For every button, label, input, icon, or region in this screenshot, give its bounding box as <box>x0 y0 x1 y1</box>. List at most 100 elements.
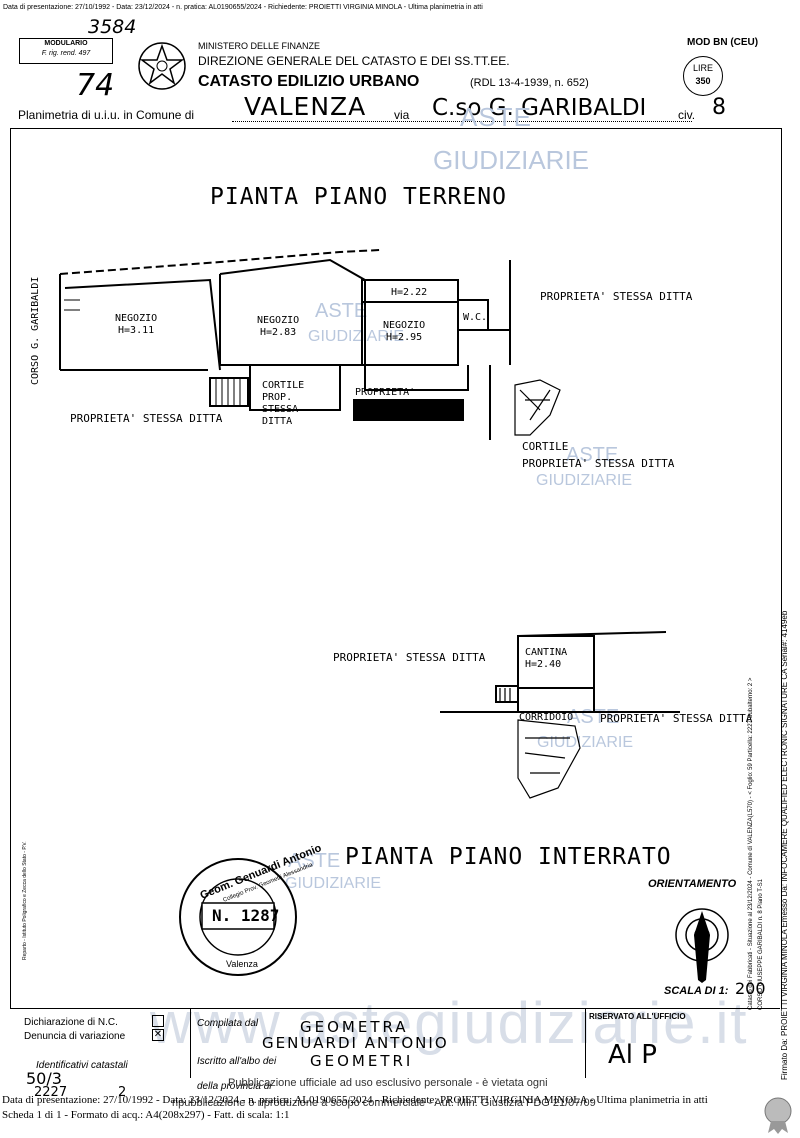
room-negozio-2: NEGOZIO H=2.83 <box>257 315 299 339</box>
footer-comp-title: GEOMETRA <box>300 1018 409 1036</box>
corridoio-label: CORRIDOIO <box>519 712 574 723</box>
footer-ident-sub: 2 <box>118 1085 127 1100</box>
footer-denuncia: Denuncia di variazione <box>24 1031 126 1042</box>
handwritten-ref-top: 3584 <box>88 16 137 38</box>
seal-icon <box>764 1097 792 1134</box>
stamp-city: Valenza <box>226 959 258 969</box>
header-law: (RDL 13-4-1939, n. 652) <box>470 77 589 89</box>
room-negozio-3: NEGOZIO H=2.95 <box>383 320 425 344</box>
form-box-line1: MODULARIO <box>44 40 88 47</box>
address-civ-label: civ. <box>678 108 696 122</box>
footer-ident-b: 2227 <box>34 1085 68 1100</box>
handwritten-ref-left: 74 <box>76 68 115 103</box>
watermark-aste-1: ASTE <box>460 102 532 132</box>
watermark-site: www.astegiudiziarie.it <box>150 991 749 1056</box>
cortile-prop-line1: CORTILE <box>262 380 305 391</box>
room-negozio-3-name: NEGOZIO <box>383 320 426 331</box>
scala-label: SCALA DI 1: <box>664 985 729 997</box>
header-ministry: MINISTERO DELLE FINANZE <box>198 41 321 51</box>
side-right-1: Catasto dei Fabbricati - Situazione al 2… <box>748 677 754 1010</box>
side-right-2: CORSO GIUSEPPE GARIBALDI n. 8 Piano T-S1 <box>758 879 764 1010</box>
emblem-icon <box>138 42 186 90</box>
bottom-line-2: Scheda 1 di 1 - Formato di acq.: A4(208x… <box>2 1109 290 1121</box>
cortile-prop-line: PROPRIETA' STESSA DITTA <box>522 457 675 470</box>
cortile-prop-line4: DITTA <box>262 416 293 427</box>
price-label: LIRE <box>692 63 713 73</box>
form-box: MODULARIO F. rig. rend. 497 <box>19 38 113 64</box>
cantina: CANTINA H=2.40 <box>525 647 567 671</box>
stamp-number: N. 1287 <box>212 906 280 925</box>
scala-value: 200 <box>735 979 766 998</box>
address-via: C.so G. GARIBALDI <box>432 95 647 121</box>
bottom-line-1: Data di presentazione: 27/10/1992 - Data… <box>2 1094 708 1106</box>
footer-dichiarazione: Dichiarazione di N.C. <box>24 1017 118 1028</box>
footer-comp-name: GENUARDI ANTONIO <box>262 1034 449 1052</box>
address-comune: VALENZA <box>244 92 367 121</box>
north-arrow-icon <box>675 908 729 983</box>
footer-div-2 <box>585 1008 586 1078</box>
cortile-prop-line3: STESSA <box>262 404 299 415</box>
orientamento-label: ORIENTAMENTO <box>648 878 737 890</box>
drawing-frame <box>10 128 782 1009</box>
footer-iscritto: Iscritto all'albo dei <box>197 1056 277 1067</box>
room-negozio-1-height: H=3.11 <box>118 325 155 336</box>
address-civ: 8 <box>712 95 726 120</box>
footer-handmark: Al P <box>608 1040 657 1070</box>
room-negozio-2-name: NEGOZIO <box>257 315 300 326</box>
footer-identificativi: Identificativi catastali <box>36 1060 128 1071</box>
address-underline <box>232 121 692 122</box>
basement-title: PIANTA PIANO INTERRATO <box>345 844 672 870</box>
price-circle: LIRE 350 <box>683 56 723 96</box>
header-direction: DIREZIONE GENERALE DEL CATASTO E DEI SS.… <box>198 54 510 68</box>
basement-plan <box>440 631 680 799</box>
form-box-line2: F. rig. rend. 497 <box>41 50 91 57</box>
basement-prop-right: PROPRIETA' STESSA DITTA <box>600 712 753 725</box>
ground-floor-plan <box>59 249 561 440</box>
cortile-prop: CORTILE PROP. STESSA DITTA <box>262 380 304 428</box>
cantina-height: H=2.40 <box>525 659 562 670</box>
top-meta: Data di presentazione: 27/10/1992 - Data… <box>3 4 483 11</box>
room-negozio-2-height: H=2.83 <box>260 327 297 338</box>
watermark-giudiziarie-3: GIUDIZIARIE <box>536 472 633 489</box>
checkbox-denuncia[interactable]: ✕ <box>152 1029 164 1041</box>
address-via-label: via <box>394 108 410 122</box>
side-signature: Firmato Da: PROIETTI VIRGINIA MINOLA Eme… <box>780 610 789 1080</box>
cortile-label: CORTILE <box>522 440 569 453</box>
footer-della: della provincia di <box>197 1081 272 1092</box>
room-negozio-3-height: H=2.95 <box>386 332 423 343</box>
header-catasto: CATASTO EDILIZIO URBANO <box>198 73 420 90</box>
price-value: 350 <box>695 76 711 86</box>
prop-stessa-left: PROPRIETA' STESSA DITTA <box>70 412 223 425</box>
room-wc: W.C. <box>463 312 488 323</box>
basement-prop-left: PROPRIETA' STESSA DITTA <box>333 651 486 664</box>
proprieta-label: PROPRIETA' <box>355 387 416 398</box>
redaction-box <box>353 399 464 421</box>
footer-pub2: ripubblicazione o riproduzione a scopo c… <box>172 1097 596 1109</box>
header-mod: MOD BN (CEU) <box>687 37 759 48</box>
watermark-aste-3: ASTE <box>566 444 619 466</box>
footer-pub: Pubblicazione ufficiale ad uso esclusivo… <box>228 1077 548 1089</box>
footer-ident-a: 50/3 <box>26 1069 62 1088</box>
watermark-giudiziarie-2: GIUDIZIARIE <box>308 328 405 345</box>
room-negozio-1: NEGOZIO H=3.11 <box>115 313 157 337</box>
stamp <box>179 858 297 976</box>
cortile-prop-line2: PROP. <box>262 392 293 403</box>
watermark-giudiziarie-5: GIUDIZIARIE <box>285 875 382 892</box>
ground-floor-title: PIANTA PIANO TERRENO <box>210 184 507 210</box>
footer-iscritto-val: GEOMETRI <box>310 1052 414 1070</box>
room-negozio-1-name: NEGOZIO <box>115 313 158 324</box>
watermark-giudiziarie-1: GIUDIZIARIE <box>433 145 590 175</box>
footer-topline <box>10 1008 780 1009</box>
watermark-aste-5: ASTE <box>288 850 341 872</box>
watermark-aste-2: ASTE <box>315 300 368 322</box>
prop-stessa-right: PROPRIETA' STESSA DITTA <box>540 290 693 303</box>
room-h-small: H=2.22 <box>391 287 428 298</box>
side-small: Reparto - Istituto Poligrafico e Zecca d… <box>22 841 28 960</box>
footer-div-1 <box>190 1008 191 1078</box>
street-label-text: CORSO G. GARIBALDI <box>30 276 41 385</box>
cantina-name: CANTINA <box>525 647 568 658</box>
footer-compilata: Compilata dal <box>197 1018 259 1029</box>
checkbox-dichiarazione[interactable] <box>152 1015 164 1027</box>
footer-riservato: RISERVATO ALL'UFFICIO <box>589 1012 686 1021</box>
address-prefix: Planimetria di u.i.u. in Comune di <box>18 108 195 122</box>
